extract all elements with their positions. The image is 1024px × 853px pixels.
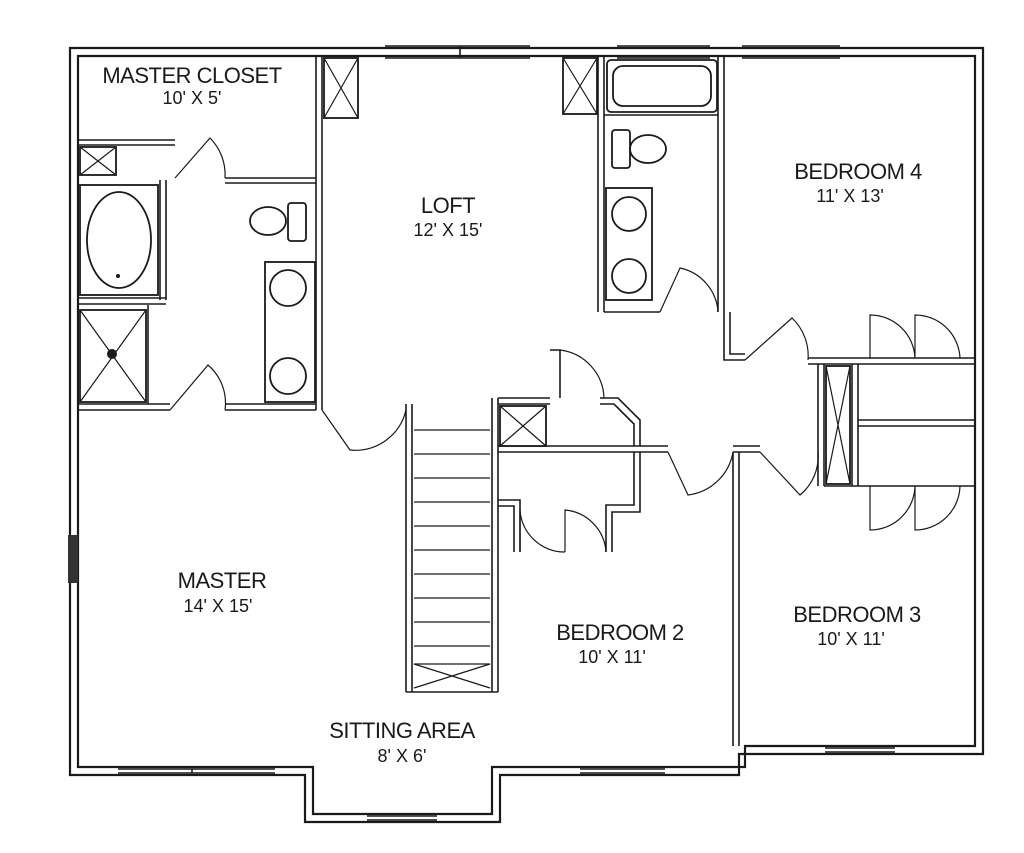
room-name: MASTER: [178, 568, 267, 593]
room-size: 12' X 15': [414, 220, 483, 240]
room-label-master-closet: MASTER CLOSET 10' X 5': [102, 63, 282, 108]
room-name: MASTER CLOSET: [102, 63, 281, 88]
room-name: BEDROOM 4: [794, 159, 922, 184]
room-size: 11' X 13': [816, 186, 884, 206]
exterior-walls: [68, 46, 985, 824]
room-size: 10' X 5': [163, 88, 222, 108]
room-size: 14' X 15': [184, 596, 253, 616]
room-size: 8' X 6': [378, 746, 427, 766]
fixtures: [79, 57, 851, 485]
room-name: BEDROOM 2: [556, 620, 684, 645]
windows: [68, 45, 895, 821]
side-window: [68, 535, 78, 583]
interior-walls: [78, 56, 975, 746]
room-label-bedroom-3: BEDROOM 3 10' X 11': [793, 602, 921, 649]
room-name: LOFT: [421, 193, 475, 218]
doors: [169, 137, 961, 553]
room-label-bedroom-4: BEDROOM 4 11' X 13': [794, 159, 922, 206]
room-size: 10' X 11': [817, 629, 885, 649]
room-label-loft: LOFT 12' X 15': [414, 193, 483, 240]
room-size: 10' X 11': [578, 647, 646, 667]
room-label-sitting-area: SITTING AREA 8' X 6': [329, 718, 476, 766]
room-name: SITTING AREA: [329, 718, 475, 743]
room-label-master: MASTER 14' X 15': [178, 568, 267, 616]
room-label-bedroom-2: BEDROOM 2 10' X 11': [556, 620, 684, 667]
room-name: BEDROOM 3: [793, 602, 921, 627]
staircase: [413, 429, 491, 689]
